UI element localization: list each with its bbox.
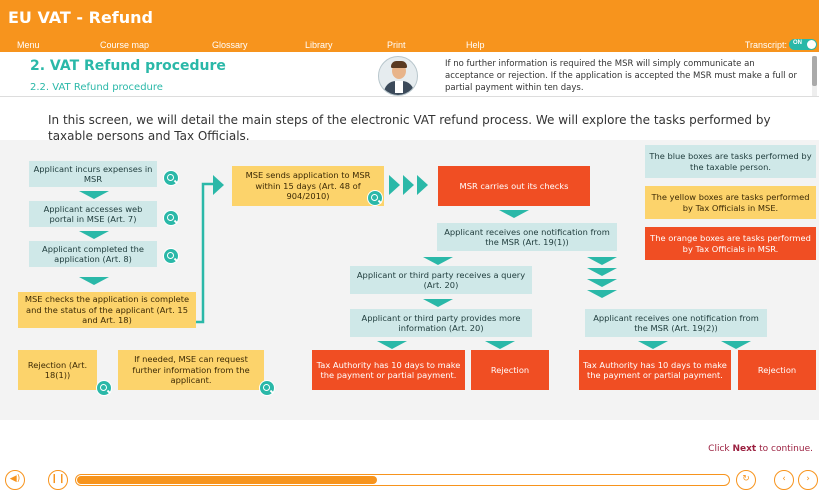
arrow-down-icon [587,257,617,265]
menu-bar: Menu Course map Glossary Library Print H… [0,38,819,52]
flow-box-incurs-expenses: Applicant incurs expenses in MSR [29,161,157,187]
arrow-down-icon [587,290,617,298]
arrow-down-icon [499,210,529,218]
flow-box-receives-query: Applicant or third party receives a quer… [350,266,532,294]
search-icon[interactable] [163,170,179,186]
app-title: EU VAT - Refund [8,8,153,27]
legend-yellow: The yellow boxes are tasks performed by … [645,186,816,219]
search-icon[interactable] [259,380,275,396]
arrow-down-icon [587,279,617,287]
menu-item-glossary[interactable]: Glossary [212,40,248,50]
arrow-down-icon [423,257,453,265]
arrow-right-icon [417,175,428,195]
arrow-down-icon [638,341,668,349]
transcript-toggle[interactable]: ON [789,39,817,50]
flow-box-notification-2: Applicant receives one notification from… [585,309,767,337]
arrow-right-icon [213,175,224,195]
page-title: 2. VAT Refund procedure [30,58,226,74]
flow-box-accesses-portal: Applicant accesses web portal in MSE (Ar… [29,201,157,227]
menu-item-library[interactable]: Library [305,40,333,50]
search-icon[interactable] [96,380,112,396]
arrow-down-icon [423,299,453,307]
click-next-post: to continue. [756,444,813,454]
next-icon[interactable]: › [798,470,818,490]
title-bar: EU VAT - Refund [0,0,819,38]
intro-text: In this screen, we will detail the main … [48,113,771,143]
menu-item-print[interactable]: Print [387,40,406,50]
click-next-hint: Click Next to continue. [708,444,813,454]
flow-box-msr-checks: MSR carries out its checks [438,166,590,206]
transcript-label: Transcript: [744,40,787,50]
back-icon[interactable]: ‹ [774,470,794,490]
page-subtitle: 2.2. VAT Refund procedure [30,82,163,93]
flow-box-mse-sends: MSE sends application to MSR within 15 d… [232,166,384,206]
progress-fill [77,476,378,484]
flow-box-request-info: If needed, MSE can request further infor… [118,350,264,390]
legend-orange: The orange boxes are tasks performed by … [645,227,816,260]
flow-box-completed-application: Applicant completed the application (Art… [29,241,157,267]
search-icon[interactable] [163,248,179,264]
toggle-knob [807,40,816,49]
flow-box-rejection-msr-2: Rejection [738,350,816,390]
arrow-down-icon [587,268,617,276]
arrow-right-icon [389,175,400,195]
arrow-down-icon [79,191,109,199]
flow-box-rejection-mse: Rejection (Art. 18(1)) [18,350,97,390]
avatar [378,56,418,96]
divider [0,96,819,97]
arrow-down-icon [79,231,109,239]
legend-blue: The blue boxes are tasks performed by th… [645,145,816,178]
connector-line [196,182,213,324]
progress-bar[interactable] [75,474,730,486]
menu-item-help[interactable]: Help [466,40,485,50]
narration-note: If no further information is required th… [445,59,797,93]
arrow-down-icon [377,341,407,349]
flow-box-tax-authority-2: Tax Authority has 10 days to make the pa… [579,350,731,390]
pause-icon[interactable]: ❙❙ [48,470,68,490]
flow-box-tax-authority-1: Tax Authority has 10 days to make the pa… [312,350,465,390]
avatar-hair [391,61,407,68]
note-scrollbar-thumb[interactable] [812,56,817,86]
speaker-icon[interactable]: ◀) [5,470,25,490]
player-controls: ◀) ❙❙ ↻ ‹ › [0,470,819,491]
click-next-bold: Next [732,444,757,454]
arrow-down-icon [79,277,109,285]
arrow-down-icon [721,341,751,349]
menu-item-menu[interactable]: Menu [17,40,40,50]
flow-box-rejection-msr-1: Rejection [471,350,549,390]
flow-box-notification-1: Applicant receives one notification from… [437,223,617,251]
arrow-right-icon [403,175,414,195]
arrow-down-icon [485,341,515,349]
avatar-shirt [395,81,403,93]
click-next-pre: Click [708,444,733,454]
toggle-on-label: ON [793,40,802,46]
replay-icon[interactable]: ↻ [736,470,756,490]
flow-box-provides-info: Applicant or third party provides more i… [350,309,532,337]
menu-item-course-map[interactable]: Course map [100,40,150,50]
search-icon[interactable] [163,210,179,226]
search-icon[interactable] [367,190,383,206]
flow-box-mse-checks: MSE checks the application is complete a… [18,292,196,328]
